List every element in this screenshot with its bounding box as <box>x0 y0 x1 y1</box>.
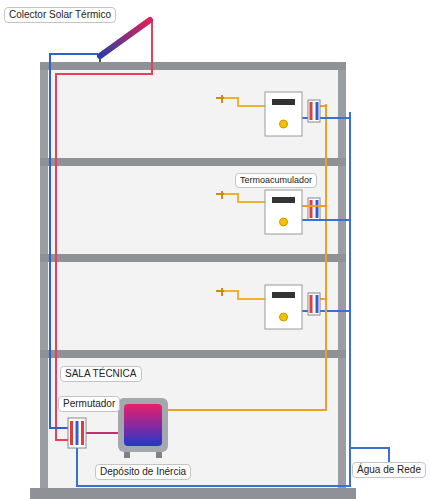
heat-exchanger <box>308 198 320 220</box>
exchanger-plate <box>70 421 73 445</box>
node-label: Água de Rede <box>352 462 426 478</box>
technical-room: PermutadorDepósito de InérciaSALA TÉCNIC… <box>48 358 338 488</box>
heater-body <box>265 92 302 136</box>
heat-exchangers <box>308 100 320 315</box>
heater-dial <box>280 218 288 226</box>
node-label: Depósito de Inércia <box>95 464 191 480</box>
node-label: Termoacumulador <box>235 173 317 188</box>
water-heater <box>265 92 302 136</box>
node-label: SALA TÉCNICA <box>60 366 142 382</box>
floor-slab <box>40 158 346 166</box>
exchanger-plate <box>81 421 84 445</box>
tap-pipe <box>222 98 265 299</box>
heat-exchanger <box>308 293 320 315</box>
water-heater: Termoacumulador <box>265 190 302 234</box>
exchanger-body <box>308 100 320 122</box>
exchanger-cold <box>316 200 319 218</box>
heater-display <box>272 292 295 298</box>
solar-hot-pipe <box>56 20 152 440</box>
heat-exchanger <box>308 100 320 122</box>
water-supply: Água de Rede <box>352 462 426 478</box>
exchanger-plate <box>76 421 79 445</box>
buffer-tank: Depósito de Inércia <box>118 398 168 458</box>
exchanger-hot <box>310 102 313 120</box>
collector-panel <box>100 20 150 56</box>
water-heater <box>265 285 302 329</box>
hot-water-pipe <box>168 206 326 410</box>
exchanger-body <box>68 418 86 448</box>
floor-slab <box>40 350 346 358</box>
ground-slab <box>30 488 356 499</box>
roof-slab <box>40 62 346 70</box>
solar-collector: Colector Solar Térmico <box>98 16 152 58</box>
interior <box>48 70 338 488</box>
heater-display <box>272 99 295 105</box>
heater-display <box>272 197 295 203</box>
hx-drawing <box>68 418 86 448</box>
heater-drawing <box>265 190 302 234</box>
exchanger-hot <box>310 200 313 218</box>
heater-dial <box>280 313 288 321</box>
tap-symbol <box>216 95 224 296</box>
cold-water-pipe <box>302 220 389 462</box>
heater-body <box>265 190 302 234</box>
left-wall <box>40 62 48 499</box>
exchanger-hot <box>310 295 313 313</box>
exchanger-cold <box>316 102 319 120</box>
tank-drawing <box>118 398 168 458</box>
node-label: Colector Solar Térmico <box>4 7 116 23</box>
exchanger-body <box>308 198 320 220</box>
exchanger-body <box>308 293 320 315</box>
heater-body <box>265 285 302 329</box>
floor-slab <box>40 254 346 262</box>
heat-exchanger: Permutador <box>68 418 86 448</box>
return-pipe <box>77 448 350 486</box>
exchanger-cold <box>316 295 319 313</box>
tank-water <box>124 404 162 446</box>
right-wall <box>338 62 346 499</box>
heater-dial <box>280 120 288 128</box>
tank-shell <box>118 398 168 452</box>
node-label: Permutador <box>58 396 120 412</box>
exchanger-pipe <box>86 432 118 434</box>
